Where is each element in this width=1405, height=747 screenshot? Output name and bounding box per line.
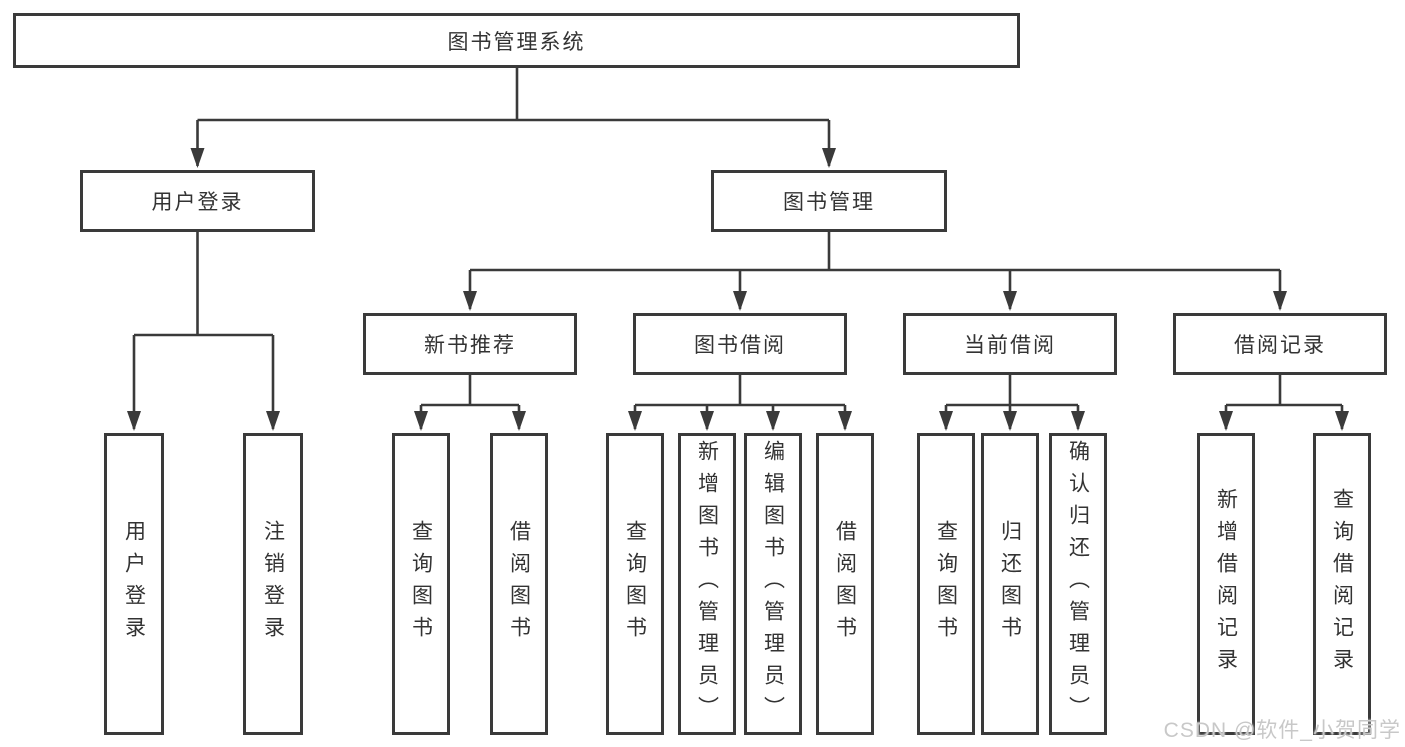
node-book-management: 图书管理 bbox=[711, 170, 947, 232]
leaf-current-query-books: 查询图书 bbox=[917, 433, 975, 735]
leaf-edit-books-admin: 编辑图书（管理员） bbox=[744, 433, 802, 735]
leaf-add-borrow-record: 新增借阅记录 bbox=[1197, 433, 1255, 735]
leaf-borrow-books: 借阅图书 bbox=[816, 433, 874, 735]
leaf-query-borrow-record: 查询借阅记录 bbox=[1313, 433, 1371, 735]
node-root-library-system: 图书管理系统 bbox=[13, 13, 1020, 68]
leaf-newbooks-borrow-books: 借阅图书 bbox=[490, 433, 548, 735]
node-user-login: 用户登录 bbox=[80, 170, 315, 232]
leaf-logout: 注销登录 bbox=[243, 433, 303, 735]
leaf-confirm-return-admin: 确认归还（管理员） bbox=[1049, 433, 1107, 735]
csdn-watermark: CSDN @软件_小贺同学 bbox=[1163, 719, 1401, 742]
leaf-borrow-query-books: 查询图书 bbox=[606, 433, 664, 735]
node-book-borrowing: 图书借阅 bbox=[633, 313, 847, 375]
node-borrowing-records: 借阅记录 bbox=[1173, 313, 1387, 375]
leaf-add-books-admin: 新增图书（管理员） bbox=[678, 433, 736, 735]
node-current-borrowing: 当前借阅 bbox=[903, 313, 1117, 375]
leaf-return-books: 归还图书 bbox=[981, 433, 1039, 735]
leaf-newbooks-query-books: 查询图书 bbox=[392, 433, 450, 735]
leaf-user-login: 用户登录 bbox=[104, 433, 164, 735]
node-new-book-recommend: 新书推荐 bbox=[363, 313, 577, 375]
